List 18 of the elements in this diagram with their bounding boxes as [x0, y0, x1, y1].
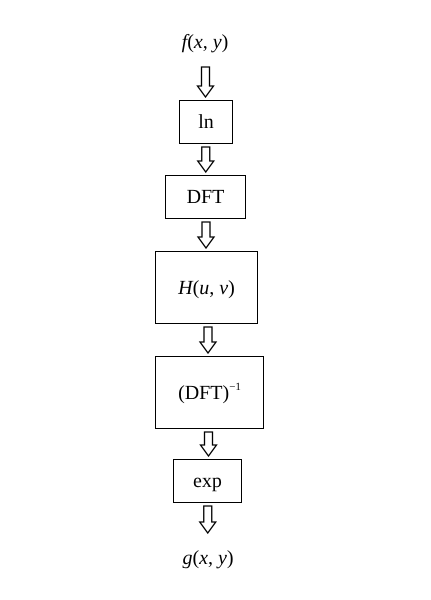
- signal-label: f(x, y): [182, 31, 228, 53]
- hollow-arrow: [196, 221, 216, 250]
- hollow-arrow: [198, 505, 218, 534]
- hollow-arrow: [198, 326, 218, 354]
- process-box: [155, 356, 264, 429]
- hollow-arrow: [196, 66, 215, 98]
- signal-label: g(x, y): [182, 547, 234, 569]
- box-label: DFT: [186, 186, 224, 208]
- process-box: [155, 251, 258, 324]
- process-box: [179, 100, 233, 144]
- process-box: [173, 459, 242, 503]
- hollow-arrow: [196, 146, 216, 174]
- box-label: H(u, v): [178, 276, 235, 298]
- hollow-arrow: [199, 431, 218, 458]
- box-label: exp: [193, 470, 222, 492]
- box-label: (DFT)$^{−1}$: [178, 381, 241, 404]
- process-box: [165, 175, 246, 219]
- box-label: ln: [198, 111, 214, 133]
